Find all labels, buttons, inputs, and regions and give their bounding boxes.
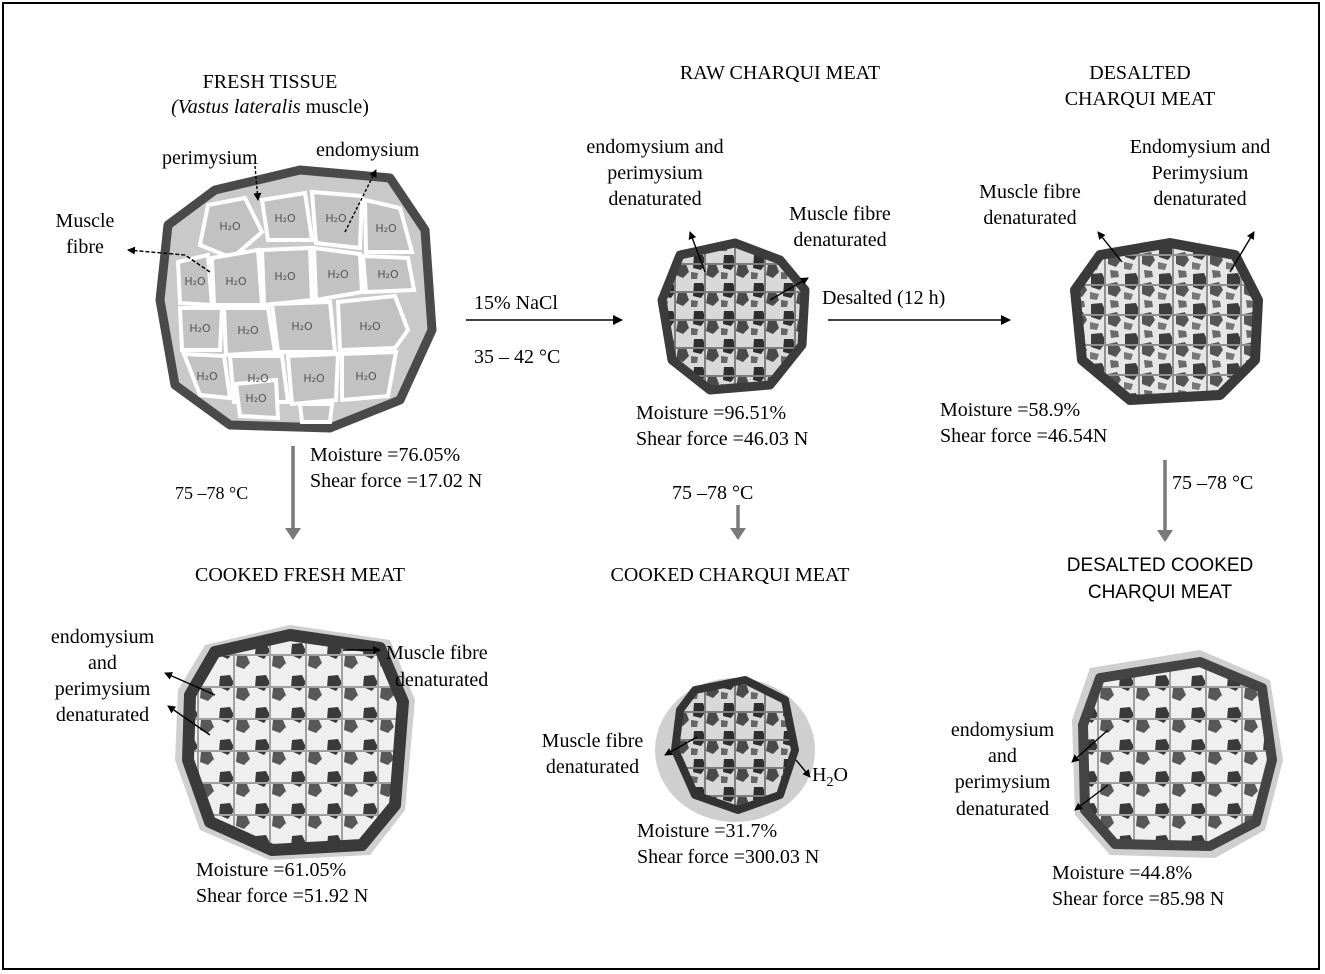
cooked-fresh-moisture: Moisture =61.05% bbox=[196, 858, 346, 883]
desalted-cooked-graphic bbox=[1072, 650, 1283, 858]
desalted-charqui-graphic bbox=[1075, 243, 1258, 400]
cooked-fresh-endo-l2: and bbox=[30, 651, 175, 676]
svg-text:H₂O: H₂O bbox=[184, 275, 206, 288]
cooked-charqui-title: COOKED CHARQUI MEAT bbox=[570, 563, 890, 588]
raw-endo-l3: denaturated bbox=[545, 187, 765, 212]
svg-text:H₂O: H₂O bbox=[303, 372, 325, 385]
svg-text:H₂O: H₂O bbox=[359, 320, 381, 333]
muscle-fibre-label-l1: Muscle bbox=[40, 209, 130, 234]
fresh-title: FRESH TISSUE bbox=[170, 70, 370, 95]
desalted-endo-l3: denaturated bbox=[1105, 187, 1295, 212]
fresh-subtitle-species: (Vastus lateralis bbox=[171, 96, 300, 118]
perimysium-label: perimysium bbox=[162, 146, 258, 171]
fresh-moisture: Moisture =76.05% bbox=[310, 443, 460, 468]
fresh-subtitle-rest: muscle) bbox=[301, 96, 369, 118]
muscle-fibre-label-l2: fibre bbox=[40, 235, 130, 260]
cooked-charqui-fibre-l2: denaturated bbox=[520, 755, 665, 780]
desalted-shear: Shear force =46.54N bbox=[940, 424, 1107, 449]
cook-fresh-temp: 75 –78 °C bbox=[175, 481, 248, 506]
cook-desalted-temp: 75 –78 °C bbox=[1172, 471, 1253, 496]
raw-title: RAW CHARQUI MEAT bbox=[640, 61, 920, 86]
raw-fibre-l2: denaturated bbox=[760, 228, 920, 253]
raw-endo-l2: perimysium bbox=[545, 161, 765, 186]
water-h: H bbox=[812, 764, 826, 786]
cooked-fresh-fibre-l2: denaturated bbox=[395, 668, 488, 693]
desalted-cooked-shear: Shear force =85.98 N bbox=[1052, 887, 1224, 912]
svg-text:H₂O: H₂O bbox=[327, 268, 349, 281]
water-o: O bbox=[833, 764, 847, 786]
desalted-title-l2: CHARQUI MEAT bbox=[1040, 87, 1240, 112]
svg-text:H₂O: H₂O bbox=[247, 372, 269, 385]
desalted-cooked-endo-l2: and bbox=[935, 744, 1070, 769]
raw-endo-l1: endomysium and bbox=[545, 135, 765, 160]
svg-text:H₂O: H₂O bbox=[355, 370, 377, 383]
svg-text:H₂O: H₂O bbox=[274, 270, 296, 283]
desalted-cooked-endo-l4: denaturated bbox=[935, 797, 1070, 822]
cooked-fresh-endo-l1: endomysium bbox=[30, 625, 175, 650]
cook-raw-temp: 75 –78 °C bbox=[672, 481, 753, 506]
salting-nacl: 15% NaCl bbox=[474, 291, 558, 316]
fresh-shear: Shear force =17.02 N bbox=[310, 469, 482, 494]
svg-text:H₂O: H₂O bbox=[291, 320, 313, 333]
desalted-title-l1: DESALTED bbox=[1040, 61, 1240, 86]
desalted-cooked-moisture: Moisture =44.8% bbox=[1052, 861, 1192, 886]
cooked-fresh-endo-l4: denaturated bbox=[30, 703, 175, 728]
svg-text:H₂O: H₂O bbox=[274, 212, 296, 225]
raw-fibre-l1: Muscle fibre bbox=[760, 202, 920, 227]
desalted-endo-l1: Endomysium and bbox=[1105, 135, 1295, 160]
desalted-cooked-endo-l1: endomysium bbox=[935, 718, 1070, 743]
cooked-fresh-shear: Shear force =51.92 N bbox=[196, 884, 368, 909]
raw-charqui-graphic bbox=[662, 243, 805, 390]
desalted-cooked-endo-l3: perimysium bbox=[935, 770, 1070, 795]
raw-shear: Shear force =46.03 N bbox=[636, 427, 808, 452]
cooked-charqui-fibre-l1: Muscle fibre bbox=[520, 729, 665, 754]
svg-text:H₂O: H₂O bbox=[245, 392, 267, 405]
cooked-fresh-fibre-l1: Muscle fibre bbox=[386, 641, 488, 666]
cooked-fresh-endo-l3: perimysium bbox=[30, 677, 175, 702]
fresh-subtitle: (Vastus lateralis muscle) bbox=[130, 95, 410, 120]
cooked-charqui-water: H2O bbox=[812, 763, 848, 795]
desalted-cooked-title-l1: DESALTED COOKED bbox=[1010, 553, 1310, 578]
cooked-charqui-moisture: Moisture =31.7% bbox=[637, 819, 777, 844]
cooked-fresh-title: COOKED FRESH MEAT bbox=[160, 563, 440, 588]
cooked-charqui-shear: Shear force =300.03 N bbox=[637, 845, 819, 870]
svg-text:H₂O: H₂O bbox=[189, 322, 211, 335]
svg-text:H₂O: H₂O bbox=[375, 222, 397, 235]
desalted-moisture: Moisture =58.9% bbox=[940, 398, 1080, 423]
cooked-charqui-graphic bbox=[655, 678, 815, 822]
desalted-endo-l2: Perimysium bbox=[1105, 161, 1295, 186]
svg-text:H₂O: H₂O bbox=[219, 220, 241, 233]
desalted-fibre-l2: denaturated bbox=[955, 206, 1105, 231]
salting-temp: 35 – 42 °C bbox=[474, 345, 560, 370]
svg-text:H₂O: H₂O bbox=[377, 268, 399, 281]
desalted-cooked-title-l2: CHARQUI MEAT bbox=[1010, 580, 1310, 605]
svg-text:H₂O: H₂O bbox=[196, 370, 218, 383]
cooked-fresh-graphic bbox=[175, 625, 415, 860]
endomysium-label: endomysium bbox=[316, 138, 419, 163]
svg-text:H₂O: H₂O bbox=[225, 275, 247, 288]
raw-moisture: Moisture =96.51% bbox=[636, 401, 786, 426]
svg-text:H₂O: H₂O bbox=[325, 212, 347, 225]
desalted-fibre-l1: Muscle fibre bbox=[955, 180, 1105, 205]
svg-text:H₂O: H₂O bbox=[237, 324, 259, 337]
desalt-step: Desalted (12 h) bbox=[822, 286, 945, 311]
